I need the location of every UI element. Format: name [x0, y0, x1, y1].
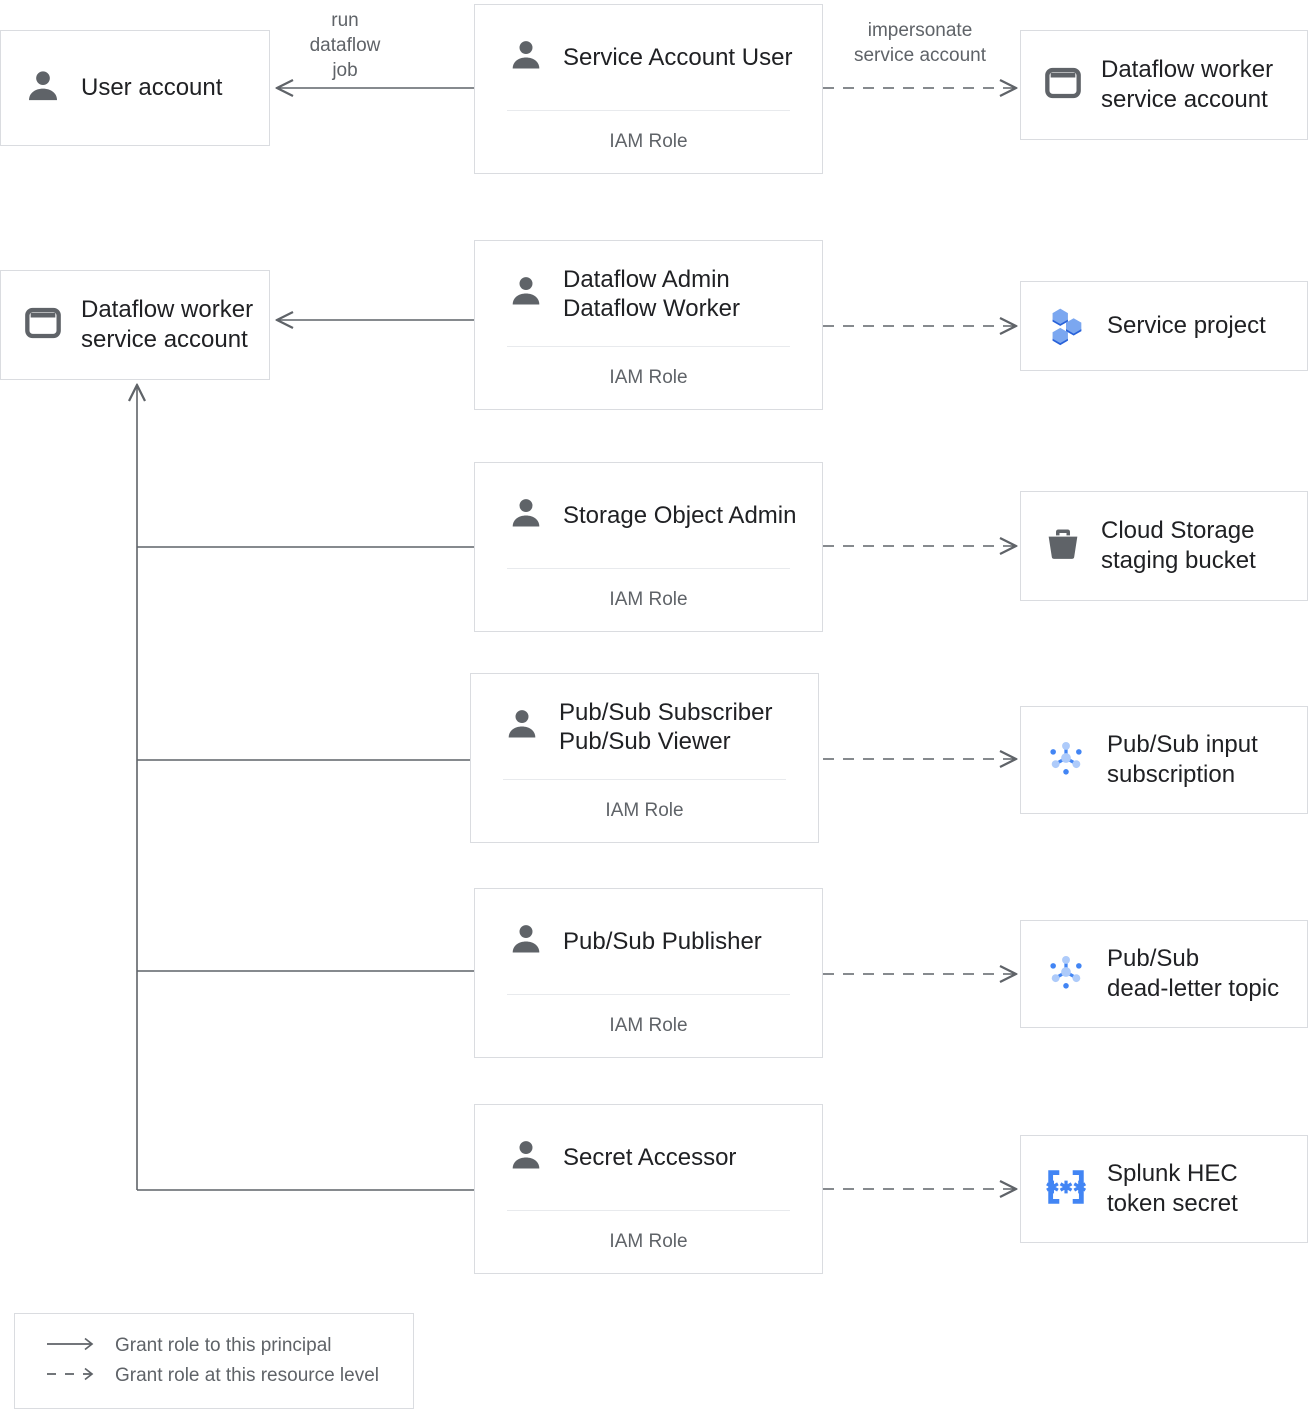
person-icon: [507, 494, 545, 537]
service-account-icon: [1043, 63, 1083, 108]
person-icon: [507, 920, 545, 963]
resource-label: Service project: [1107, 312, 1266, 339]
role-header: Pub/Sub Publisher: [475, 889, 822, 994]
role-title: Storage Object Admin: [563, 502, 797, 529]
legend: Grant role to this principal Grant role …: [14, 1313, 414, 1409]
resource-label: Splunk HEC token secret: [1107, 1160, 1238, 1217]
role-title: Dataflow Admin Dataflow Worker: [563, 265, 740, 322]
role-card-pubsub-publisher[interactable]: Pub/Sub Publisher IAM Role: [474, 888, 823, 1058]
role-footer-label: IAM Role: [609, 1015, 688, 1036]
dashed-arrow-icon: [45, 1366, 97, 1387]
resource-pubsub-input-subscription[interactable]: Pub/Sub input subscription: [1020, 706, 1308, 814]
legend-label: Grant role at this resource level: [115, 1365, 380, 1386]
person-icon: [507, 1136, 545, 1179]
divider: [507, 346, 790, 347]
role-card-secret-accessor[interactable]: Secret Accessor IAM Role: [474, 1104, 823, 1274]
cloud-storage-icon: [1043, 524, 1083, 569]
principal-dataflow-worker-service-account[interactable]: Dataflow worker service account: [0, 270, 270, 380]
role-header: Service Account User: [475, 5, 822, 110]
service-project-icon: [1043, 301, 1089, 352]
principal-label: Dataflow worker service account: [81, 296, 254, 353]
person-icon: [503, 705, 541, 748]
principal-user-account[interactable]: User account: [0, 30, 270, 146]
role-card-service-account-user[interactable]: Service Account User IAM Role: [474, 4, 823, 174]
role-header: Dataflow Admin Dataflow Worker: [475, 241, 822, 346]
legend-row-grant-role-to-principal: Grant role to this principal: [45, 1335, 413, 1357]
divider: [507, 110, 790, 111]
divider: [507, 568, 790, 569]
resource-label: Pub/Sub input subscription: [1107, 731, 1258, 788]
pubsub-icon: [1043, 735, 1089, 786]
role-title: Pub/Sub Publisher: [563, 928, 762, 955]
pubsub-icon: [1043, 949, 1089, 1000]
role-header: Storage Object Admin: [475, 463, 822, 568]
secret-manager-icon: ✱✱✱: [1043, 1164, 1089, 1215]
resource-label: Cloud Storage staging bucket: [1101, 517, 1256, 574]
resource-cloud-storage-staging-bucket[interactable]: Cloud Storage staging bucket: [1020, 491, 1308, 601]
divider: [507, 1210, 790, 1211]
service-account-icon: [23, 303, 63, 348]
role-header: Pub/Sub Subscriber Pub/Sub Viewer: [471, 674, 818, 779]
divider: [503, 779, 786, 780]
role-title: Secret Accessor: [563, 1144, 737, 1171]
legend-row-grant-role-at-resource-level: Grant role at this resource level: [45, 1365, 413, 1387]
resource-label: Pub/Sub dead-letter topic: [1107, 945, 1280, 1002]
svg-text:✱✱✱: ✱✱✱: [1046, 1179, 1087, 1197]
resource-splunk-hec-token-secret[interactable]: ✱✱✱ Splunk HEC token secret: [1020, 1135, 1308, 1243]
principal-label: User account: [81, 74, 223, 101]
divider: [507, 994, 790, 995]
solid-arrow-icon: [45, 1336, 97, 1357]
role-footer-label: IAM Role: [605, 800, 684, 821]
role-title: Pub/Sub Subscriber Pub/Sub Viewer: [559, 698, 773, 755]
role-header: Secret Accessor: [475, 1105, 822, 1210]
role-card-pubsub-subscriber-viewer[interactable]: Pub/Sub Subscriber Pub/Sub Viewer IAM Ro…: [470, 673, 819, 843]
role-footer-label: IAM Role: [609, 1231, 688, 1252]
role-title: Service Account User: [563, 44, 793, 71]
resource-pubsub-dead-letter-topic[interactable]: Pub/Sub dead-letter topic: [1020, 920, 1308, 1028]
person-icon: [507, 36, 545, 79]
legend-label: Grant role to this principal: [115, 1335, 332, 1356]
role-footer-label: IAM Role: [609, 367, 688, 388]
resource-label: Dataflow worker service account: [1101, 56, 1274, 113]
edge-label-run-dataflow-job: run dataflow job: [309, 10, 381, 81]
role-card-storage-object-admin[interactable]: Storage Object Admin IAM Role: [474, 462, 823, 632]
person-icon: [23, 66, 63, 111]
role-card-dataflow-admin-worker[interactable]: Dataflow Admin Dataflow Worker IAM Role: [474, 240, 823, 410]
role-footer-label: IAM Role: [609, 131, 688, 152]
person-icon: [507, 272, 545, 315]
edge-label-impersonate-service-account: impersonate service account: [853, 20, 986, 66]
role-footer-label: IAM Role: [609, 589, 688, 610]
resource-dataflow-worker-service-account[interactable]: Dataflow worker service account: [1020, 30, 1308, 140]
resource-service-project[interactable]: Service project: [1020, 281, 1308, 371]
